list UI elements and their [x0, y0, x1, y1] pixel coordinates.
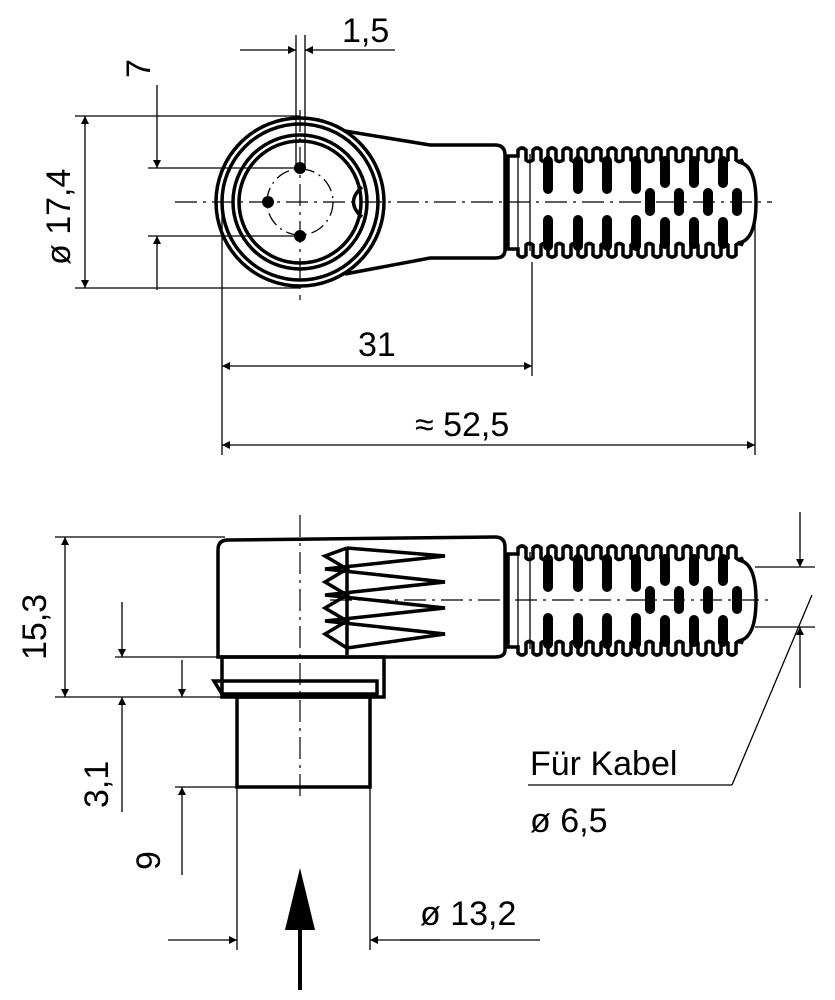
boot-slot [689, 615, 699, 647]
boot-slot [718, 217, 728, 249]
boot-slot [689, 156, 699, 188]
key-notch [351, 185, 364, 219]
dim-pin-spacing: 7 [120, 59, 158, 78]
dim-total-length: ≈ 52,5 [415, 406, 509, 444]
pin-circle [266, 168, 334, 236]
boot-slot [732, 188, 742, 216]
dim-height: 15,3 [16, 594, 54, 660]
dim-insert-diameter: ø 13,2 [420, 895, 516, 933]
dim-body-length: 31 [358, 326, 396, 364]
boot-slot [602, 215, 612, 251]
dim-pin-width: 1,5 [342, 12, 389, 50]
connector-body [216, 535, 507, 659]
boot-slot [660, 217, 670, 249]
boot-slot [645, 586, 655, 614]
boot-slot [602, 554, 612, 592]
boot-slot [703, 188, 713, 216]
side-view: 15,3 3,1 9 ø 13,2 Für Kabel ø 6,5 [16, 512, 815, 990]
grip-serration [324, 546, 446, 655]
outer-ring [214, 116, 386, 288]
top-view: 1,5 7 ø 17,4 31 ≈ 52,5 [40, 12, 772, 455]
boot-slot [543, 215, 553, 251]
boot-slot [674, 586, 684, 614]
boot-slot [732, 586, 742, 614]
boot-slot [631, 215, 641, 251]
boot-slot [573, 613, 583, 649]
cable-boot [506, 146, 758, 259]
boot-slot [645, 188, 655, 216]
boot-slot [631, 156, 641, 194]
boot-slot [660, 615, 670, 647]
dim-diameter: ø 17,4 [40, 169, 78, 265]
boot-slot [703, 586, 713, 614]
leader-line [731, 594, 813, 786]
boot-slot [543, 613, 553, 649]
boot-slot [602, 613, 612, 649]
boot-slot [689, 217, 699, 249]
boot-slot [573, 156, 583, 194]
dim-insert-depth: 9 [130, 851, 168, 870]
boot-slot [631, 554, 641, 592]
flange [210, 679, 379, 696]
cable-boot [506, 544, 758, 657]
boot-slot [674, 188, 684, 216]
boot-slot [573, 215, 583, 251]
pin [262, 196, 274, 208]
cable-diameter: ø 6,5 [530, 802, 607, 840]
boot-outline [506, 146, 758, 259]
boot-slot [543, 554, 553, 592]
insert-cylinder [235, 695, 372, 789]
boot-slot [602, 156, 612, 194]
connector-body [344, 129, 507, 276]
boot-slot [660, 554, 670, 586]
dim-flange: 3,1 [78, 761, 116, 808]
boot-slot [573, 554, 583, 592]
boot-slot [660, 156, 670, 188]
boot-slot [689, 554, 699, 586]
boot-slot [718, 554, 728, 586]
boot-slot [543, 156, 553, 194]
boot-slot [718, 156, 728, 188]
cable-label: Für Kabel [530, 745, 677, 783]
neck [220, 655, 386, 699]
boot-slot [631, 613, 641, 649]
boot-slot [718, 615, 728, 647]
boot-outline [506, 544, 758, 657]
